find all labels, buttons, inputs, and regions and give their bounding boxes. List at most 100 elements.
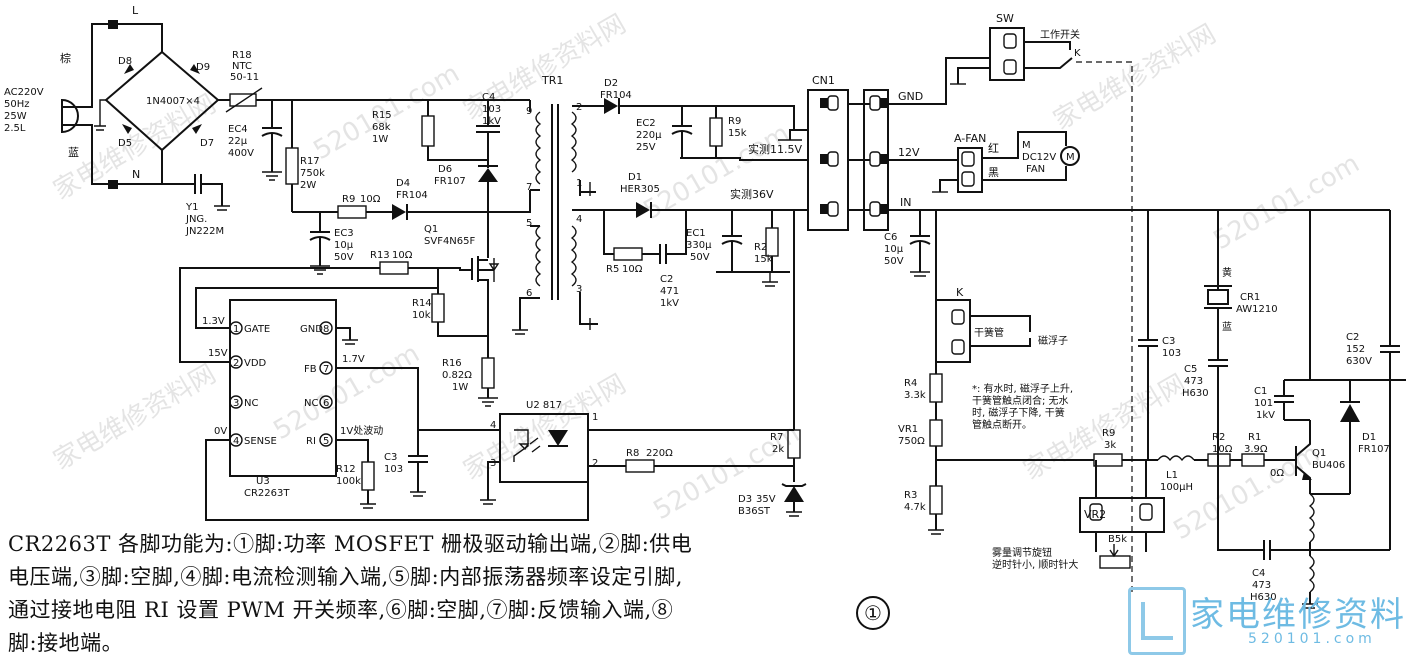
vr2-value: B5k xyxy=(1108,534,1127,545)
r8-resistor xyxy=(625,459,655,473)
r8-label: R8 xyxy=(626,448,639,459)
gnd-label: GND xyxy=(898,90,923,103)
r18-label: R18 xyxy=(232,50,252,61)
u2-optocoupler xyxy=(499,413,589,483)
ac-input-freq: 50Hz xyxy=(4,99,30,110)
c1-label: C1 xyxy=(1254,386,1267,397)
q1r-label: Q1 xyxy=(1312,448,1326,459)
r15-power: 1W xyxy=(372,134,388,145)
c4r-part: H630 xyxy=(1250,592,1277,603)
ac-input-label: AC220V xyxy=(4,87,44,98)
figure-marker: ① xyxy=(856,596,890,630)
svg-text:1: 1 xyxy=(233,324,239,335)
c3r-value: 103 xyxy=(1162,348,1181,359)
u2-pin2: 2 xyxy=(592,458,598,469)
r2-resistor xyxy=(765,227,779,257)
wire-n-label: N xyxy=(132,168,140,181)
mechanical-link xyxy=(1076,61,1133,592)
bridge-label: 1N4007×4 xyxy=(146,96,200,107)
output-coil xyxy=(1308,493,1315,543)
c1-voltage: 1kV xyxy=(1256,410,1275,421)
r9-value: 10Ω xyxy=(360,194,381,205)
r8-value: 220Ω xyxy=(646,448,673,459)
c2r-value: 152 xyxy=(1346,344,1365,355)
meas-11v5: 实测11.5V xyxy=(748,142,802,156)
note-line2: 干簧管触点闭合; 无水 xyxy=(972,394,1069,407)
d6-label: D6 xyxy=(438,164,452,175)
r13-label: R13 xyxy=(370,250,390,261)
q1r-value: BU406 xyxy=(1312,460,1345,471)
connector-n xyxy=(108,180,118,189)
y1-value: JNG. xyxy=(185,214,207,225)
r13-value: 10Ω xyxy=(392,250,413,261)
d5-label: D5 xyxy=(118,138,132,149)
c5-part: H630 xyxy=(1182,388,1209,399)
tr1-pin5: 5 xyxy=(526,218,532,229)
ac-input-power: 25W xyxy=(4,111,27,122)
r12-value: 100k xyxy=(336,476,361,487)
r9-resistor xyxy=(337,205,367,219)
r4-label: R4 xyxy=(904,378,917,389)
l1-value: 100μH xyxy=(1160,482,1193,493)
r5-label: R5 xyxy=(606,264,619,275)
r9-label: R9 xyxy=(342,194,355,205)
logo-icon xyxy=(1128,587,1186,655)
svg-text:6: 6 xyxy=(323,398,329,409)
tr1-pin2: 2 xyxy=(576,102,582,113)
c2r-label: C2 xyxy=(1346,332,1359,343)
tr1-pin3: 3 xyxy=(576,284,582,295)
cn1-label: CN1 xyxy=(812,74,835,87)
in-label: IN xyxy=(900,196,911,209)
d2-label: D2 xyxy=(604,78,618,89)
u2-pin4: 4 xyxy=(490,420,496,431)
r7-label: R7 xyxy=(770,432,783,443)
ec3-label: EC3 xyxy=(334,228,354,239)
c2-voltage: 1kV xyxy=(660,298,679,309)
r1-value: 3.9Ω xyxy=(1244,444,1268,455)
q1-transistor xyxy=(1295,420,1312,494)
l1-label: L1 xyxy=(1166,470,1178,481)
logo-text: 家电维修资料网 xyxy=(1190,595,1407,635)
sw-desc: 工作开关 xyxy=(1040,28,1080,41)
afan-connector xyxy=(957,147,983,193)
svg-text:家电维修资料网: 家电维修资料网 xyxy=(459,369,632,486)
q1-mosfet xyxy=(471,212,500,296)
d6-diode xyxy=(478,168,498,182)
ec2-label: EC2 xyxy=(636,118,656,129)
reed-label: 干簧管 xyxy=(974,326,1004,339)
afan-label: A-FAN xyxy=(954,132,986,145)
wire-blue-right: 蓝 xyxy=(1222,321,1232,333)
r9r-value: 3k xyxy=(1104,440,1116,451)
vr2-connector xyxy=(1079,497,1165,533)
pin3-label: NC xyxy=(244,398,258,409)
r1-label: R1 xyxy=(1248,432,1261,443)
r3-value: 4.7k xyxy=(904,502,926,513)
pin1-label: GATE xyxy=(244,324,270,335)
tr1-pin7: 7 xyxy=(526,182,532,193)
d2-value: FR104 xyxy=(600,90,632,101)
v12-label: 12V xyxy=(898,146,920,159)
svg-text:3: 3 xyxy=(233,398,239,409)
sw-connector xyxy=(989,27,1025,81)
c4-value: 103 xyxy=(482,104,501,115)
note-line1: *: 有水时, 磁浮子上升, xyxy=(972,382,1073,395)
r5-value: 10Ω xyxy=(622,264,643,275)
ec1-value: 330μ xyxy=(686,240,712,251)
vr2-label: VR2 xyxy=(1084,508,1106,521)
ec1-voltage: 50V xyxy=(690,252,710,263)
ec3-voltage: 50V xyxy=(334,252,354,263)
r14-label: R14 xyxy=(412,298,432,309)
d1-label: D1 xyxy=(628,172,642,183)
ac-input-length: 2.5L xyxy=(4,123,26,134)
ec3-value: 10μ xyxy=(334,240,354,251)
tr1-pin6: 6 xyxy=(526,288,532,299)
d4-diode xyxy=(392,204,406,220)
c1-value: 101 xyxy=(1254,398,1273,409)
svg-text:M: M xyxy=(1066,152,1075,163)
vr2-pot xyxy=(1099,555,1131,569)
r9b-value: 15k xyxy=(728,128,747,139)
c4r-label: C4 xyxy=(1252,568,1265,579)
r4-resistor xyxy=(929,373,943,403)
d7-label: D7 xyxy=(200,138,214,149)
